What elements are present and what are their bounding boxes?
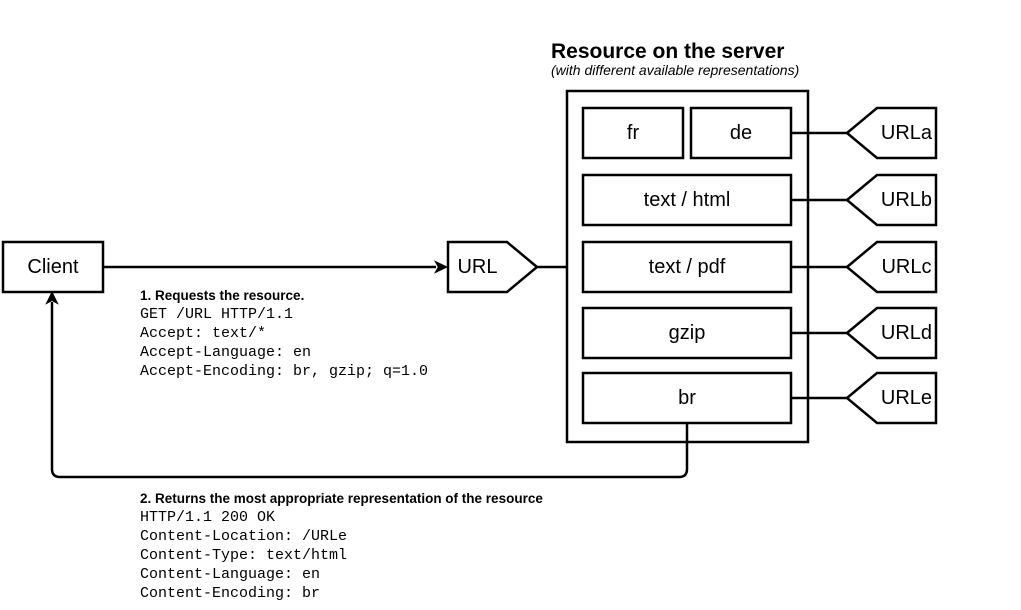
urlc-label: URLc xyxy=(881,256,932,278)
representation-box-gzip xyxy=(581,306,793,360)
representation-box-br xyxy=(581,371,793,425)
client-box xyxy=(1,240,105,294)
representation-label-de: de xyxy=(729,122,753,144)
representation-label-br: br xyxy=(678,387,696,409)
url-pentagon xyxy=(446,240,539,294)
representation-label-text-pdf: text / pdf xyxy=(648,256,726,278)
response-return-path xyxy=(50,302,689,479)
representation-label-fr: fr xyxy=(626,122,640,144)
representation-box-text-pdf xyxy=(581,240,793,294)
representation-label-gzip: gzip xyxy=(668,322,706,344)
server-title: Resource on the server xyxy=(551,40,785,63)
server-subtitle: (with different available representation… xyxy=(551,62,800,78)
response-heading: 2. Returns the most appropriate represen… xyxy=(140,491,543,506)
response-line: Content-Type: text/html xyxy=(140,547,348,564)
request-line: Accept-Language: en xyxy=(140,344,312,361)
urlb-label: URLb xyxy=(880,189,933,211)
urlb-tag xyxy=(845,173,938,227)
request-line: Accept: text/* xyxy=(140,325,267,342)
request-heading: 1. Requests the resource. xyxy=(140,288,305,303)
urlc-tag xyxy=(845,240,938,294)
representation-box-fr xyxy=(581,106,685,160)
representation-box-de xyxy=(689,106,793,160)
urld-label: URLd xyxy=(880,322,933,344)
response-annotation: 2. Returns the most appropriate represen… xyxy=(140,489,543,603)
client-label: Client xyxy=(27,256,79,278)
representation-box-text-html xyxy=(581,173,793,227)
urla-tag xyxy=(845,106,938,160)
response-line: HTTP/1.1 200 OK xyxy=(140,509,276,526)
response-line: Content-Location: /URLe xyxy=(140,528,348,545)
request-line: GET /URL HTTP/1.1 xyxy=(140,306,294,323)
urle-tag xyxy=(845,371,938,425)
request-arrowhead-icon xyxy=(434,260,448,274)
response-arrowhead-icon xyxy=(45,291,59,305)
url-label: URL xyxy=(457,256,498,278)
request-line: Accept-Encoding: br, gzip; q=1.0 xyxy=(140,363,429,380)
urle-label: URLe xyxy=(880,387,933,409)
representation-label-text-html: text / html xyxy=(643,189,731,211)
response-line: Content-Encoding: br xyxy=(140,585,321,602)
urld-tag xyxy=(845,306,938,360)
urla-label: URLa xyxy=(880,122,933,144)
response-line: Content-Language: en xyxy=(140,566,321,583)
request-annotation: 1. Requests the resource. GET /URL HTTP/… xyxy=(140,286,428,381)
